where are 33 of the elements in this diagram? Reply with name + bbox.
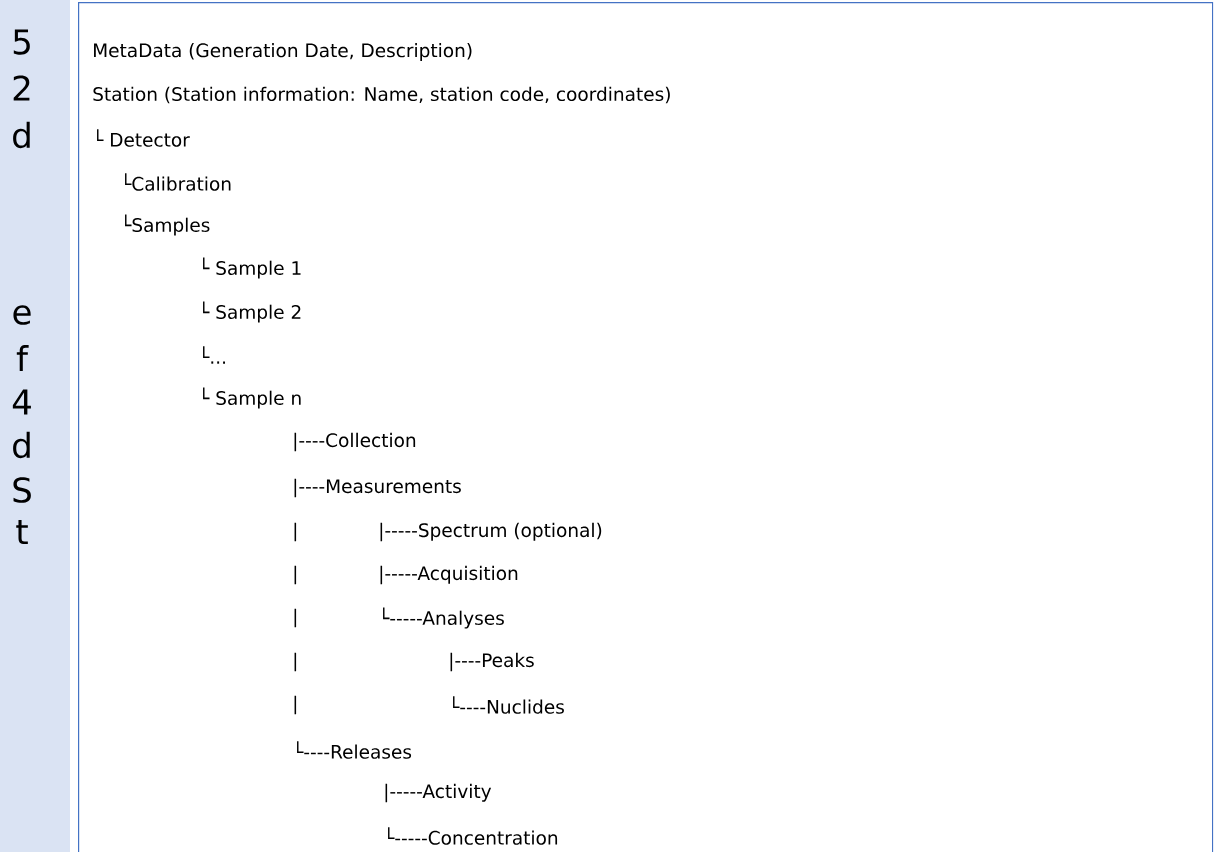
tree-item: └...: [203, 346, 225, 364]
tree-item: |-----Acquisition: [380, 565, 518, 585]
cut-off-letter: S: [13, 477, 31, 503]
tree-item: └ Detector: [97, 129, 190, 147]
tree-item: └ Sample 2: [203, 301, 301, 323]
tree-item: |: [294, 565, 297, 585]
tree-item: └-----Concentration: [388, 827, 558, 845]
tree-item: └ Sample 1: [203, 257, 301, 279]
cut-off-letter: d: [13, 431, 30, 459]
cut-off-letter: d: [13, 121, 30, 149]
tree-item: |----Measurements: [294, 478, 461, 498]
tree-item: MetaData (Generation Date, Description): [94, 43, 472, 61]
cut-off-letter: f: [16, 345, 29, 371]
tree-item: |: [294, 695, 297, 715]
tree-item: |----Peaks: [450, 652, 534, 672]
tree-item: └-----Analyses: [383, 607, 504, 629]
tree-item: └Samples: [125, 214, 210, 236]
cut-off-letter: 2: [13, 75, 30, 101]
tree-item: |-----Activity: [385, 783, 492, 803]
tree-item: |: [294, 608, 297, 628]
tree-item: |----Collection: [294, 432, 416, 452]
cut-off-letter: e: [13, 305, 31, 325]
tree-item: └----Releases: [297, 741, 412, 759]
tree-item: Station (Station information: Name, station code, coordinates): [93, 86, 670, 104]
tree-item: |-----Spectrum (optional): [380, 522, 602, 542]
cut-off-letter: 4: [12, 389, 31, 415]
tree-item: └Calibration: [125, 173, 231, 191]
tree-item: |: [294, 522, 297, 542]
cut-off-letter: t: [16, 520, 28, 544]
tree-item: └ Sample n: [203, 387, 301, 409]
tree-item: |: [294, 652, 297, 672]
cut-off-letter: 5: [13, 29, 30, 55]
tree-item: └----Nuclides: [453, 696, 564, 714]
